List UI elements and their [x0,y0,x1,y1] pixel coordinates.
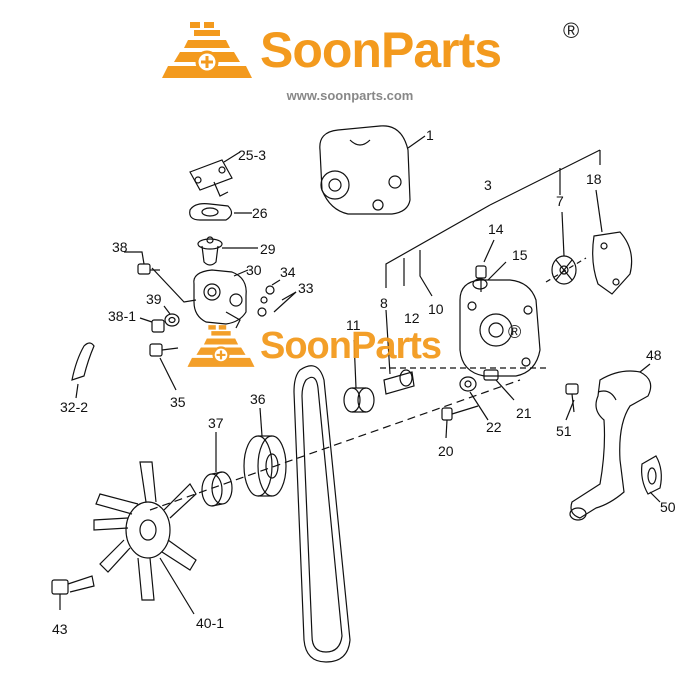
impeller-part [551,255,577,285]
callout-34: 34 [280,264,296,280]
clip-part [257,285,275,317]
hose-part [71,342,95,381]
callout-32-2: 32-2 [60,399,88,415]
callout-26: 26 [252,205,268,221]
gasket-50-part [641,455,662,495]
callout-39: 39 [146,291,162,307]
thermostat-housing-part [189,159,233,197]
callout-37: 37 [208,415,224,431]
callout-38-1: 38-1 [108,308,136,324]
shaft-part [383,369,415,395]
callout-10: 10 [428,301,444,317]
water-pump-part [319,125,411,215]
callout-43: 43 [52,621,68,637]
excavator-watermark-icon [187,325,255,367]
thermostat-part [197,236,223,266]
callout-35: 35 [170,394,186,410]
watermark-name: SoonParts [260,324,442,367]
bolt-35-part [149,343,179,357]
gasket-part [189,203,233,221]
callout-7: 7 [556,193,564,209]
washer-part [164,313,180,327]
watermark-registered-mark: ® [508,322,522,342]
pump-housing-part [459,279,541,377]
brand-url: www.soonparts.com [286,88,414,103]
gasket-18-part [592,231,633,295]
callout-29: 29 [260,241,276,257]
callout-15: 15 [512,247,528,263]
callout-22: 22 [486,419,502,435]
v-belt-part [293,365,351,663]
cooling-fan-part [93,461,197,601]
callout-3: 3 [484,177,492,193]
callout-25-3: 25-3 [238,147,266,163]
water-pipe-part [569,370,652,521]
callout-48: 48 [646,347,662,363]
thermostat-case-part [193,269,247,329]
brand-name: SoonParts [260,22,502,78]
fan-pulley-part [243,435,287,497]
washer-15-part [472,278,488,290]
watermark-logo: SoonParts [186,322,442,370]
bolt-51-part [565,383,579,413]
callout-18: 18 [586,171,602,187]
brand-logo: SoonParts [160,18,502,82]
bolt-21-part [483,369,499,381]
nut-22-part [459,376,477,392]
bolt-38-1-part [151,319,165,333]
callout-36: 36 [250,391,266,407]
spacer-part [201,471,233,507]
callout-33: 33 [298,280,314,296]
callout-8: 8 [380,295,388,311]
bolt-20-part [441,405,479,421]
callout-11: 11 [346,317,361,333]
registered-mark: ® [563,18,580,43]
pulley-hub-part [343,387,375,413]
callout-30: 30 [246,262,262,278]
excavator-logo-icon [162,22,252,78]
callout-38: 38 [112,239,128,255]
callout-14: 14 [488,221,504,237]
callout-12: 12 [404,310,420,326]
callout-21: 21 [516,405,532,421]
callout-1: 1 [426,127,434,143]
bolt-43-part [51,575,95,595]
callout-50: 50 [660,499,676,515]
callout-20: 20 [438,443,454,459]
callout-51: 51 [556,423,572,439]
callout-40-1: 40-1 [196,615,224,631]
